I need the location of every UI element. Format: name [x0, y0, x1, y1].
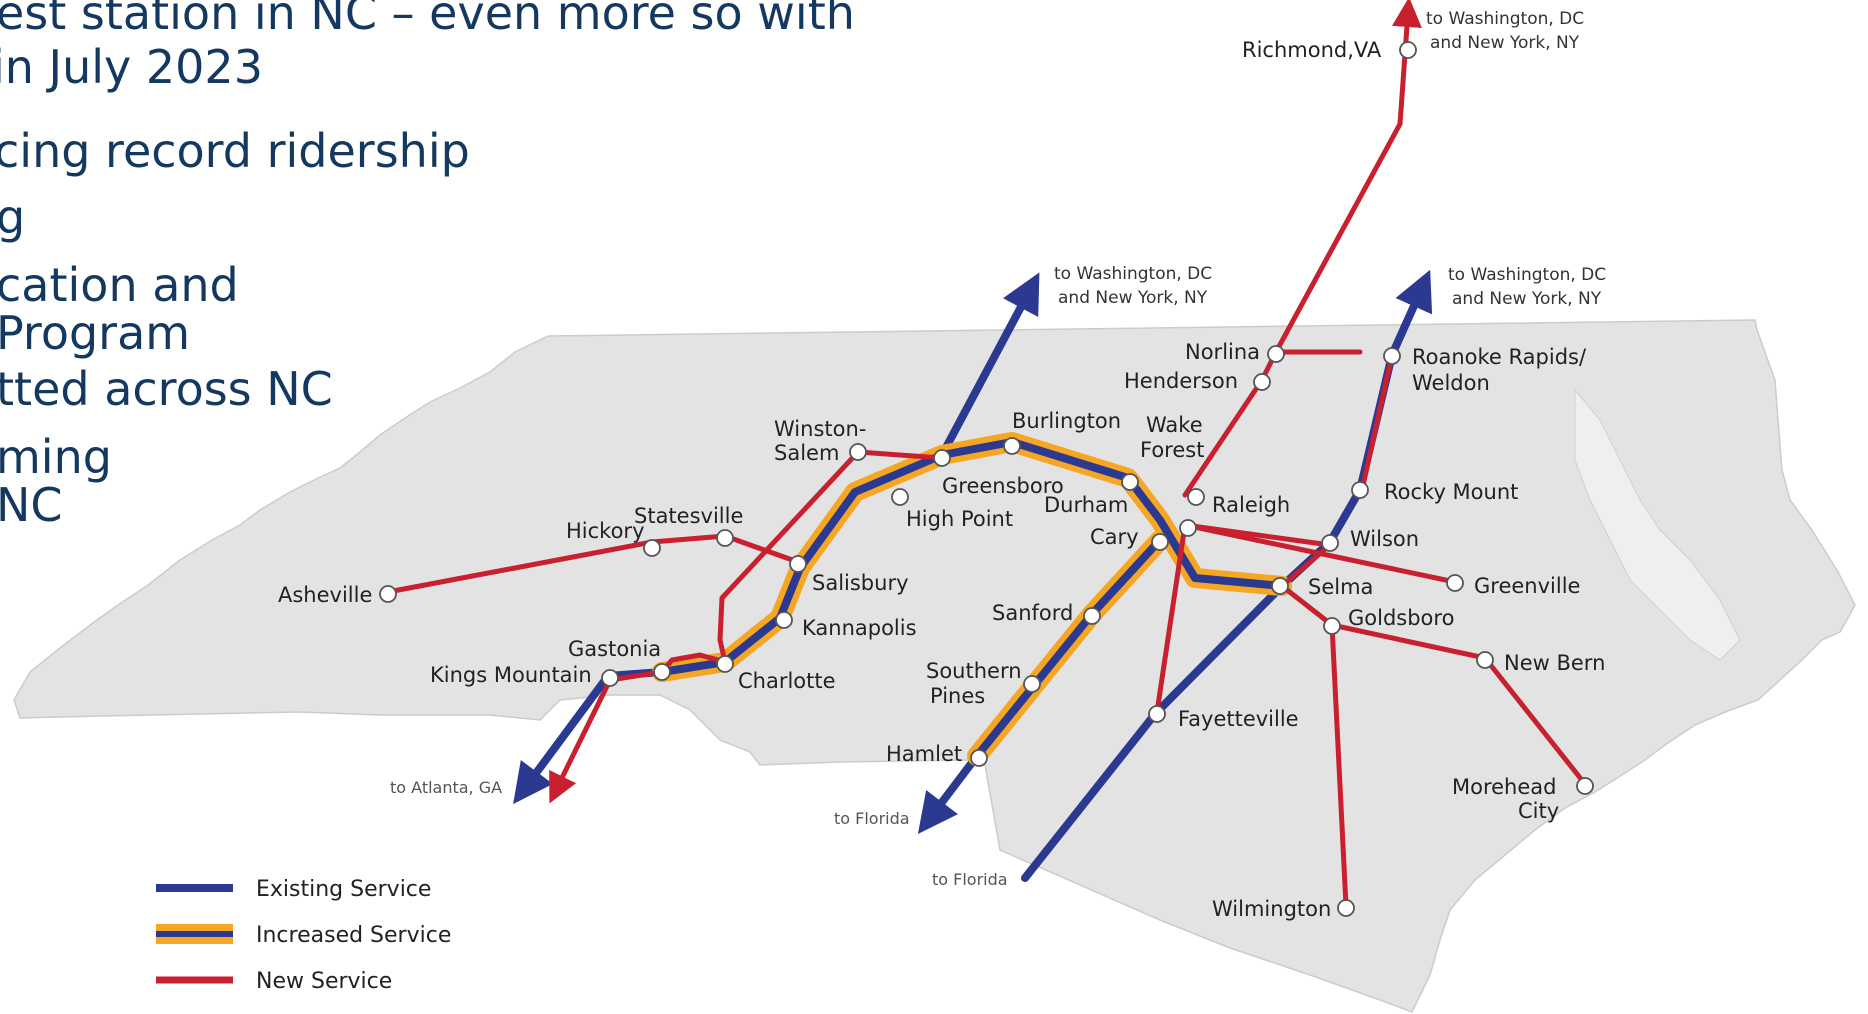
city-label-cary: Cary	[1090, 525, 1139, 549]
bullet-text-line: ming	[0, 430, 112, 484]
city-label-gastonia: Gastonia	[568, 637, 661, 661]
destination-labels: to Washington, DC and New York, NY to Wa…	[390, 9, 1606, 889]
destination-ny-mid: and New York, NY	[1058, 288, 1208, 308]
bullet-text-line: cation and	[0, 258, 239, 312]
city-label-norlina: Norlina	[1185, 340, 1260, 364]
city-label-rocky-mount: Rocky Mount	[1384, 480, 1518, 504]
city-label-durham: Durham	[1044, 493, 1128, 517]
city-label-fayetteville: Fayetteville	[1178, 707, 1299, 731]
legend-label-increased: Increased Service	[256, 923, 451, 948]
slide-bullet-text: est station in NC – even more so with in…	[0, 0, 900, 600]
city-label-hickory: Hickory	[566, 519, 645, 543]
city-label-wilmington: Wilmington	[1212, 897, 1331, 921]
city-label-kannapolis: Kannapolis	[802, 616, 917, 640]
destination-ny-right: and New York, NY	[1452, 289, 1602, 309]
coastal-sound-shape	[1574, 388, 1741, 661]
bullet-text-line: Program	[0, 306, 191, 360]
bullet-text-line: est station in NC – even more so with	[0, 0, 855, 40]
city-label-charlotte: Charlotte	[738, 669, 836, 693]
city-label-henderson: Henderson	[1124, 369, 1238, 393]
city-label-asheville: Asheville	[278, 583, 372, 607]
city-label-high-point: High Point	[906, 507, 1013, 531]
legend-label-existing: Existing Service	[256, 877, 431, 902]
bullet-text-line: NC	[0, 478, 63, 532]
destination-ny-top: and New York, NY	[1430, 33, 1580, 53]
city-label-roanoke-rapids: Roanoke Rapids/	[1412, 345, 1587, 369]
city-label-southern: Southern	[926, 659, 1022, 683]
city-label-salisbury: Salisbury	[812, 571, 909, 595]
city-label-greensboro: Greensboro	[942, 474, 1064, 498]
legend-label-new: New Service	[256, 969, 392, 994]
city-label-wake: Wake	[1146, 413, 1203, 437]
city-label-selma: Selma	[1308, 575, 1373, 599]
station-markers	[379, 41, 1594, 917]
city-label-weldon: Weldon	[1412, 371, 1490, 395]
destination-atlanta: to Atlanta, GA	[390, 778, 502, 797]
city-label-new-bern: New Bern	[1504, 651, 1605, 675]
city-label-goldsboro: Goldsboro	[1348, 606, 1454, 630]
map-legend: Existing Service Increased Service New S…	[156, 877, 451, 994]
city-label-richmond: Richmond,VA	[1242, 38, 1382, 62]
city-label-hamlet: Hamlet	[886, 742, 962, 766]
city-labels: Richmond,VA Norlina Henderson Roanoke Ra…	[278, 38, 1605, 921]
destination-dc-mid: to Washington, DC	[1054, 264, 1212, 284]
city-label-morehead: Morehead	[1452, 775, 1557, 799]
destination-dc-top: to Washington, DC	[1426, 9, 1584, 29]
city-label-forest: Forest	[1140, 438, 1204, 462]
city-label-greenville: Greenville	[1474, 574, 1580, 598]
city-label-pines: Pines	[930, 684, 985, 708]
city-label-morehead-city: City	[1518, 799, 1559, 823]
destination-dc-right: to Washington, DC	[1448, 265, 1606, 285]
destination-florida-east: to Florida	[932, 870, 1008, 889]
city-label-burlington: Burlington	[1012, 409, 1121, 433]
city-label-winston: Winston-	[774, 417, 866, 441]
bullet-text-line: g	[0, 190, 26, 244]
city-label-salem: Salem	[774, 441, 839, 465]
city-label-kings-mountain: Kings Mountain	[430, 663, 592, 687]
city-label-statesville: Statesville	[634, 504, 743, 528]
bullet-text-line: cing record ridership	[0, 124, 470, 178]
bullet-text-line: tted across NC	[0, 362, 333, 416]
city-label-wilson: Wilson	[1350, 527, 1419, 551]
destination-florida-west: to Florida	[834, 809, 910, 828]
city-label-raleigh: Raleigh	[1212, 493, 1290, 517]
bullet-text-line: in July 2023	[0, 40, 263, 94]
city-label-sanford: Sanford	[992, 601, 1073, 625]
